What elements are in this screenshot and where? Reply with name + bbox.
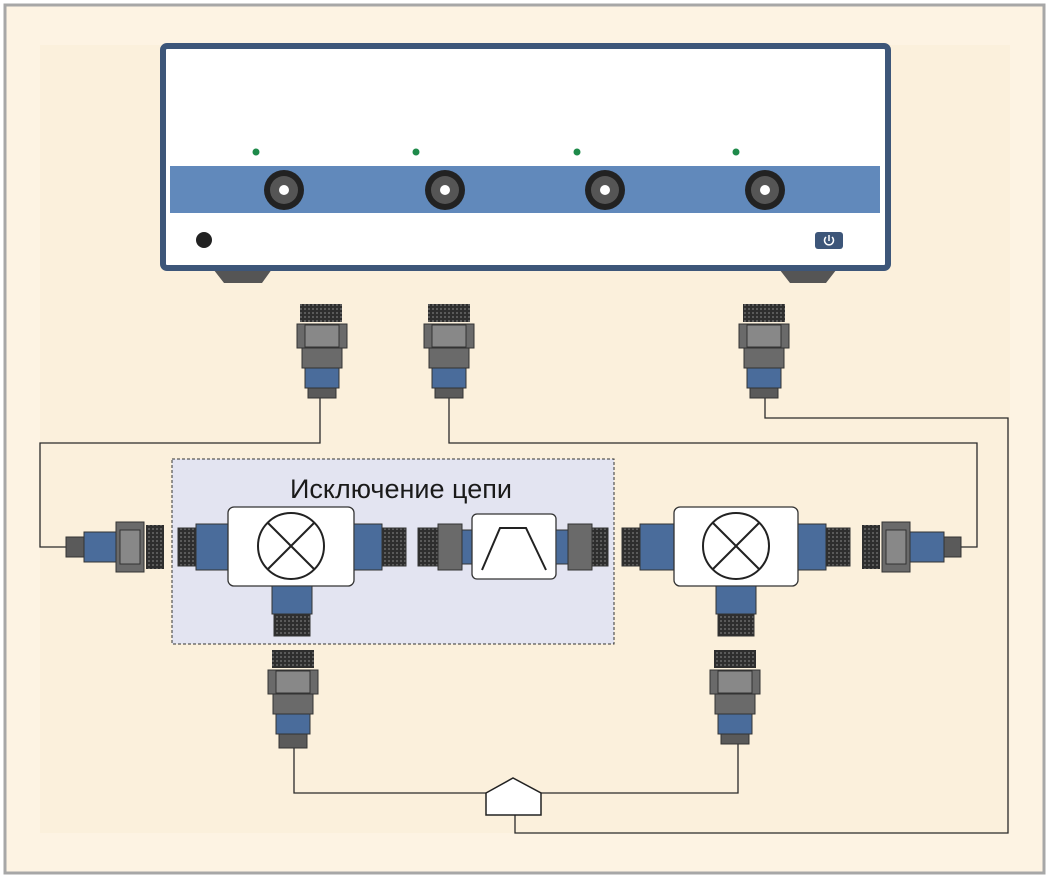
mixer-left-if-port	[271, 585, 313, 615]
cable-5	[541, 742, 739, 794]
mixer-left	[227, 506, 355, 637]
cable-connector-right	[862, 521, 962, 573]
instrument-body	[160, 43, 891, 271]
mixer-x-icon	[257, 512, 325, 580]
port-led-4	[732, 148, 740, 156]
filter-output-port	[555, 523, 609, 571]
network-analyzer	[160, 43, 891, 283]
cables	[39, 398, 1009, 834]
port-led-1	[252, 148, 260, 156]
mixer-right-input-port	[621, 523, 675, 571]
cable-connector-port2	[423, 304, 475, 399]
mixer-right-output-port	[797, 523, 851, 571]
power-splitter-icon	[485, 777, 542, 816]
mixer-x-icon	[702, 512, 770, 580]
mixer-left-output-port	[353, 523, 407, 571]
cable-4	[293, 748, 486, 794]
exclusion-caption: Исключение цепи	[290, 474, 512, 504]
bandpass-filter	[471, 513, 557, 580]
cable-connector-bottom-left	[267, 650, 319, 749]
port-1	[252, 148, 304, 210]
cable-connector-bottom-right	[709, 650, 761, 745]
cable-1	[39, 398, 321, 548]
port-led-2	[412, 148, 420, 156]
port-led-3	[573, 148, 581, 156]
filter-input-port	[417, 523, 473, 571]
port-4	[732, 148, 785, 210]
cable-2	[448, 398, 978, 548]
mixer-right-if-port	[715, 585, 757, 615]
power-splitter	[485, 777, 542, 816]
bandpass-filter-icon	[481, 527, 547, 571]
cable-connector-left	[65, 521, 164, 573]
port-2	[412, 148, 465, 210]
power-icon	[823, 235, 835, 246]
cable-connector-port4	[738, 304, 790, 399]
mixer-left-input-port	[177, 523, 229, 571]
cable-connector-port1	[296, 304, 348, 399]
power-button[interactable]	[815, 232, 843, 249]
port-3	[573, 148, 625, 210]
cable-3	[514, 398, 1009, 834]
usb-jack	[196, 232, 212, 248]
